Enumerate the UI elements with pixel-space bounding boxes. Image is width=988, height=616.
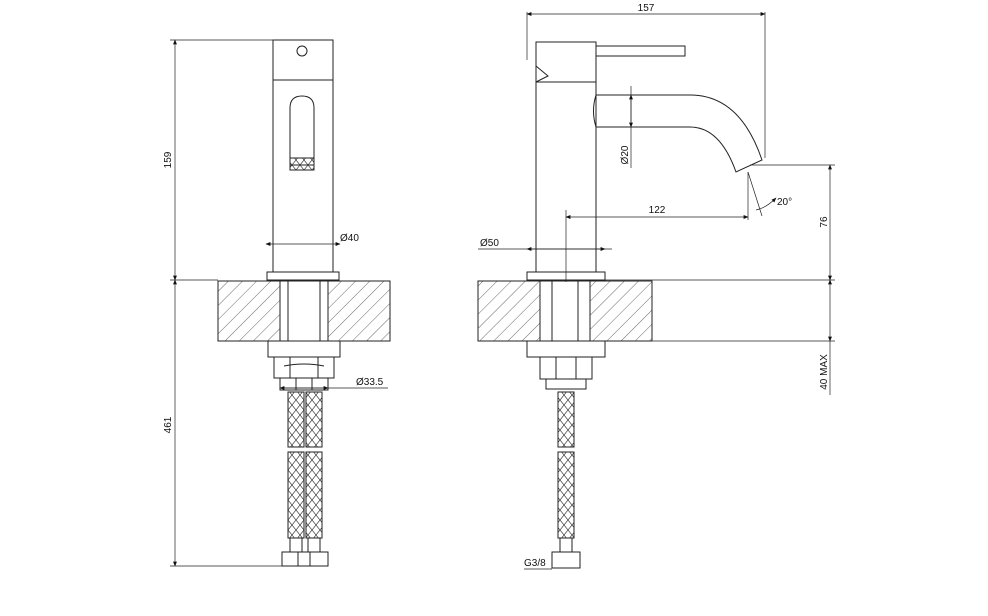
front-deck-right: [327, 280, 391, 342]
side-hose-lower: [557, 451, 575, 539]
front-deck-left: [217, 280, 281, 342]
dim-122: 122: [649, 205, 666, 216]
dim-diameter-20: Ø20: [620, 145, 631, 164]
side-hose-nut: [551, 551, 581, 569]
side-view: 157 Ø20 122 20° Ø50 76 40 MAX G3/8: [477, 3, 835, 570]
side-washer: [526, 340, 606, 358]
front-hose-nut-left: [281, 551, 301, 567]
front-hose-left-lower: [287, 451, 305, 539]
spout: [595, 94, 763, 173]
front-hose-nut-right: [309, 551, 329, 567]
dim-40-max: 40 MAX: [819, 354, 830, 390]
front-view: 159 461 Ø40 Ø33.5: [163, 39, 391, 567]
front-body: [272, 39, 334, 274]
side-hose-upper: [557, 391, 575, 448]
dim-76: 76: [819, 216, 830, 228]
dim-diameter-50: Ø50: [480, 238, 499, 249]
dim-diameter-40: Ø40: [340, 233, 359, 244]
side-deck-left: [477, 280, 541, 342]
dim-thread-g3-8: G3/8: [524, 558, 546, 569]
front-washer: [267, 340, 341, 358]
spout-slot: [289, 95, 315, 166]
side-deck-right: [589, 280, 653, 342]
lever-handle: [535, 41, 686, 83]
indicator-dot: [296, 45, 308, 57]
aerator: [289, 157, 315, 171]
front-hose-right-upper: [305, 391, 323, 448]
dim-461: 461: [163, 416, 174, 433]
dim-diameter-33-5: Ø33.5: [356, 377, 384, 388]
dim-157: 157: [638, 3, 655, 14]
dim-angle-20: 20°: [777, 197, 792, 208]
front-hose-left-upper: [287, 391, 305, 448]
dim-159: 159: [163, 151, 174, 168]
front-hose-right-lower: [305, 451, 323, 539]
